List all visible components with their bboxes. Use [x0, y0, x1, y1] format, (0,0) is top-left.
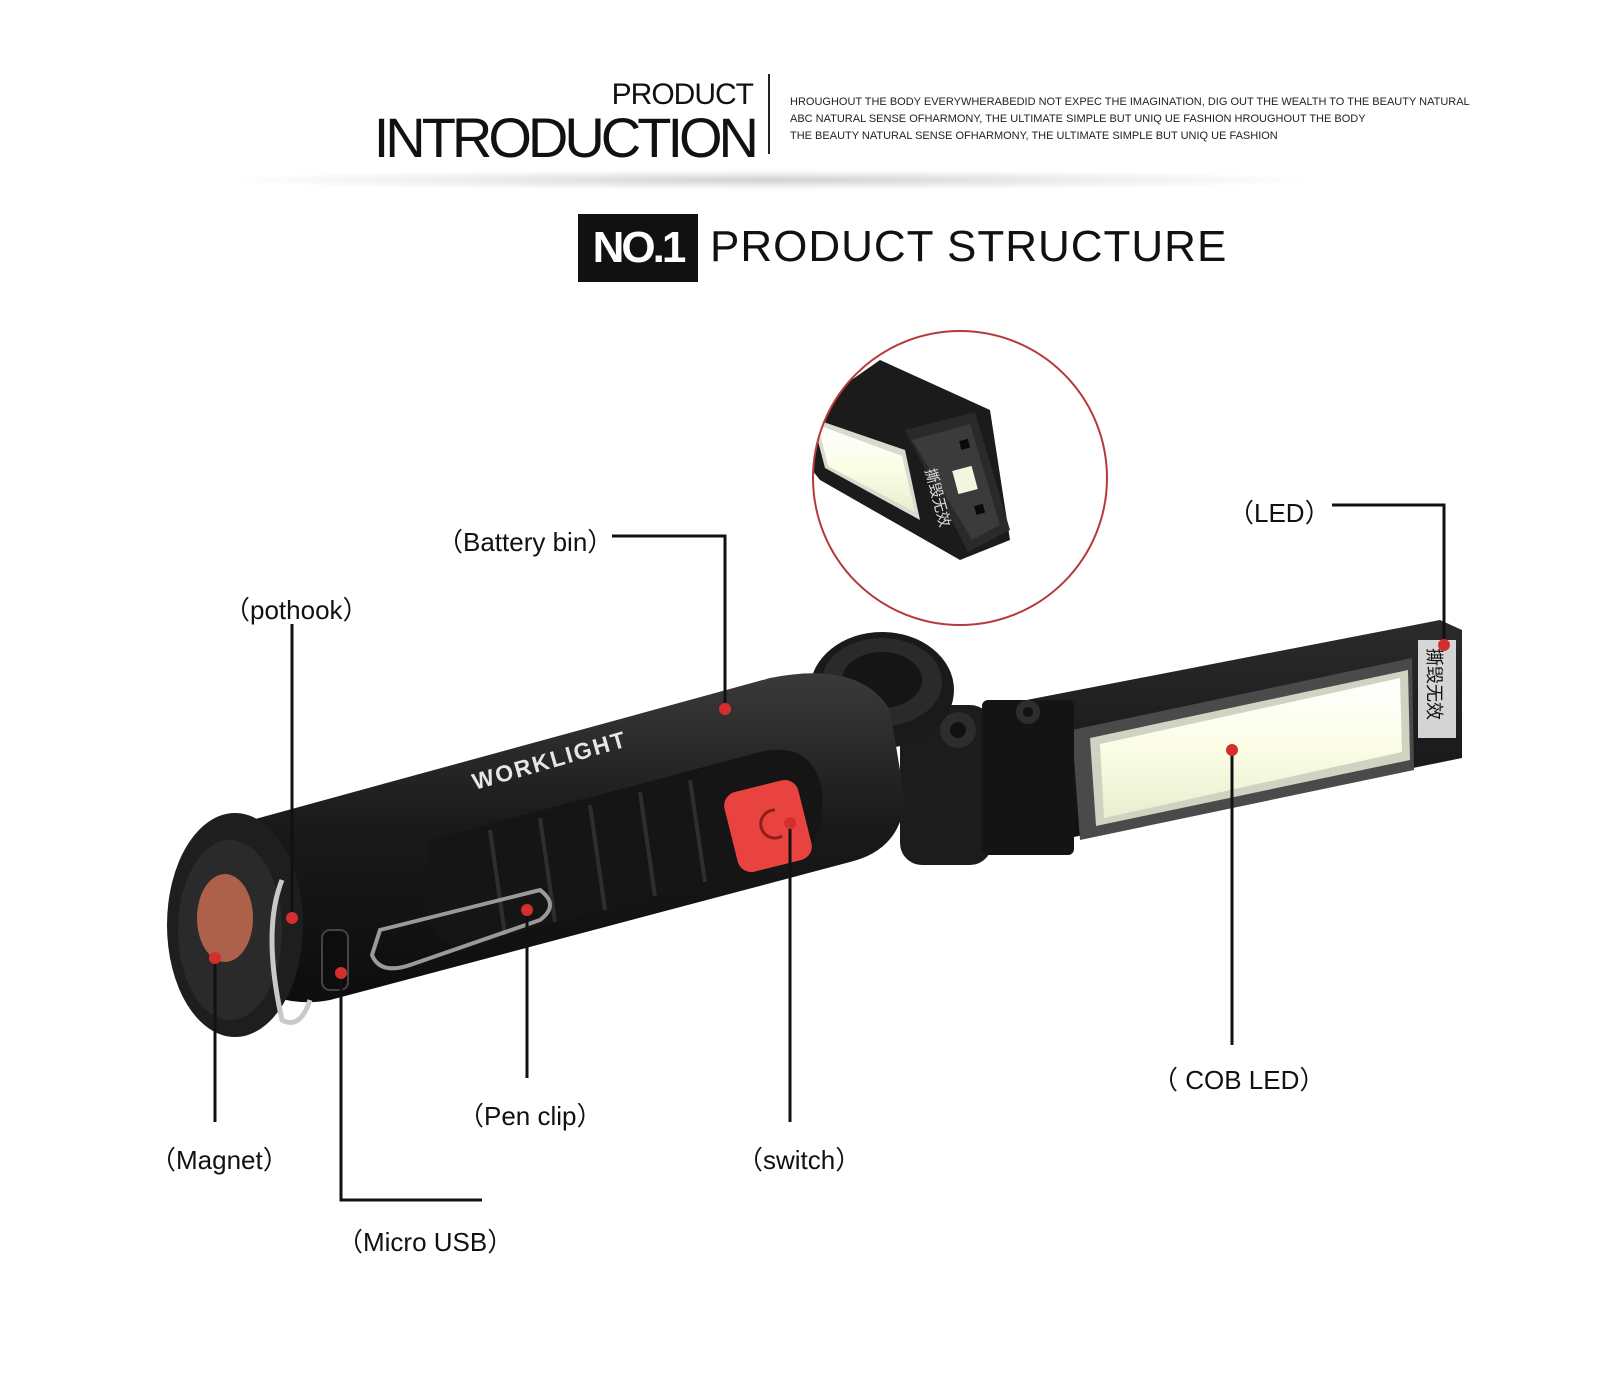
header-description-line: HROUGHOUT THE BODY EVERYWHERABEDID NOT E…	[790, 96, 1470, 108]
callout-pen-clip: （Pen clip）	[458, 1101, 603, 1131]
header-description: HROUGHOUT THE BODY EVERYWHERABEDID NOT E…	[790, 94, 1490, 145]
header-shadow	[240, 170, 1300, 190]
section-number-badge: NO.1	[578, 214, 698, 282]
section-title: PRODUCT STRUCTURE	[710, 222, 1228, 271]
callout-micro-usb: （Micro USB）	[337, 1227, 514, 1257]
callout-dots	[209, 639, 1450, 979]
handle-body: WORKLIGHT	[215, 673, 905, 1003]
end-cap	[167, 813, 349, 1037]
callout-cob-led: （ COB LED）	[1152, 1065, 1326, 1095]
leader-lines	[213, 503, 1446, 1202]
callout-led: （LED）	[1228, 498, 1331, 528]
header-big-title: INTRODUCTION	[373, 106, 759, 169]
callout-battery-bin: （Battery bin）	[437, 527, 614, 557]
header-description-line: ABC NATURAL SENSE OFHARMONY, THE ULTIMAT…	[790, 113, 1366, 125]
header-description-line: THE BEAUTY NATURAL SENSE OFHARMONY, THE …	[790, 130, 1278, 142]
header-small-title: PRODUCT	[611, 78, 754, 111]
callout-pothook: （pothook）	[224, 595, 369, 625]
callout-switch: （switch）	[737, 1145, 862, 1175]
pen-clip	[369, 887, 552, 971]
callout-magnet: （Magnet）	[150, 1145, 289, 1175]
header-divider	[768, 74, 770, 154]
head-label-text: 撕毁无效	[1424, 648, 1444, 720]
hinge	[900, 700, 1074, 865]
magnified-head-inset: 撕毁无效	[812, 330, 1108, 626]
cob-light-bar: 撕毁无效	[985, 620, 1462, 852]
